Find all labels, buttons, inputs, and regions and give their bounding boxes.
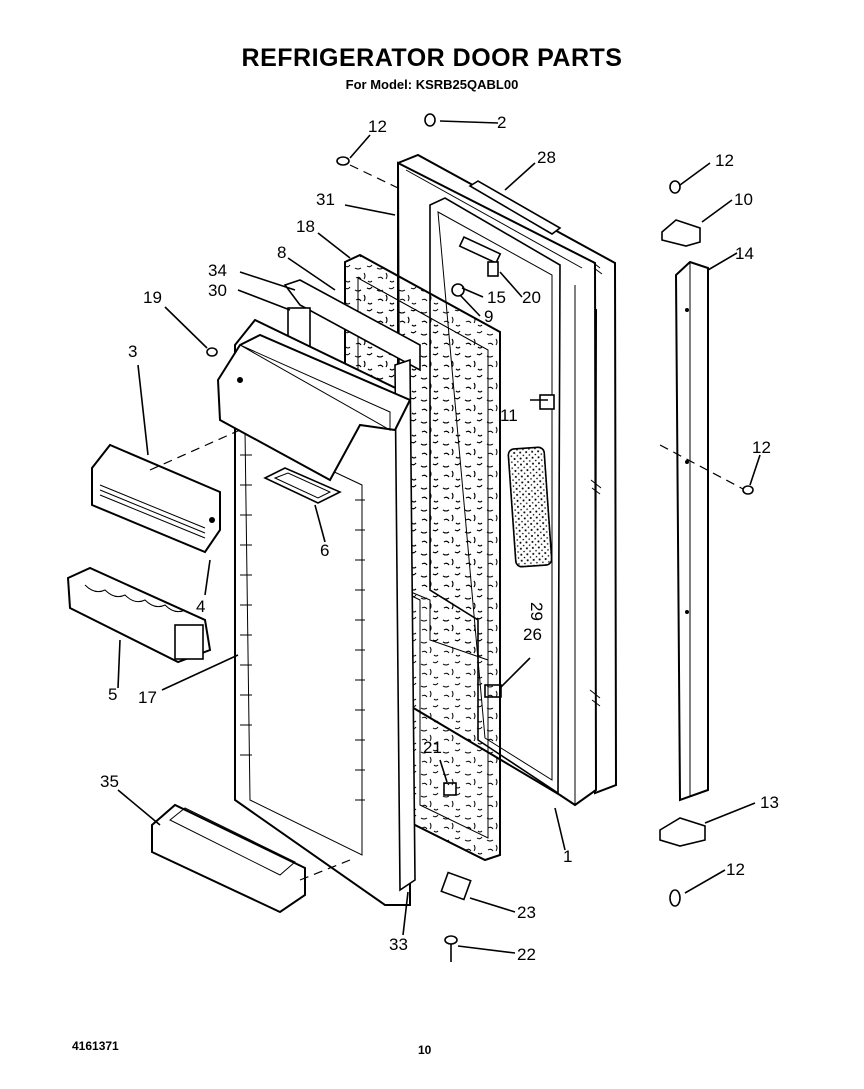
callout-12-top: 12 [715, 151, 734, 170]
callout-35: 35 [100, 772, 119, 791]
callout-14: 14 [735, 244, 754, 263]
diagram-title: REFRIGERATOR DOOR PARTS [241, 44, 623, 72]
callout-1: 1 [563, 847, 572, 866]
callout-2: 2 [497, 113, 506, 132]
callout-31: 31 [316, 190, 335, 209]
document-number: 4161371 [72, 1039, 119, 1053]
callout-29: 29 [527, 602, 546, 621]
callout-11: 11 [500, 406, 518, 425]
shelf-clip-assembly [451, 235, 502, 297]
bottom-screw [444, 935, 458, 962]
callout-30: 30 [208, 281, 227, 300]
screw-12-top [669, 180, 681, 194]
upper-housing [216, 333, 412, 482]
top-hinge [661, 219, 701, 247]
bottom-hinge-cap [440, 871, 472, 901]
callout-9: 9 [484, 307, 493, 326]
callout-12-left: 12 [368, 117, 387, 136]
callout-33: 33 [389, 935, 408, 954]
screw-2 [424, 113, 436, 127]
bottle-rack [66, 566, 212, 664]
callout-10: 10 [734, 190, 753, 209]
callout-21: 21 [423, 738, 442, 757]
callout-19: 19 [143, 288, 162, 307]
screw-12-side [742, 485, 754, 495]
callout-22: 22 [517, 945, 536, 964]
hinge-bar [659, 260, 746, 802]
callout-4: 4 [196, 597, 205, 616]
callout-18: 18 [296, 217, 315, 236]
callout-5: 5 [108, 685, 117, 704]
callout-15: 15 [487, 288, 506, 307]
callout-23: 23 [517, 903, 536, 922]
leader-lines [117, 120, 761, 954]
callout-20: 20 [522, 288, 541, 307]
foam-block [507, 446, 553, 568]
dispenser-cover [91, 429, 241, 554]
callout-6: 6 [320, 541, 329, 560]
screw-19 [206, 347, 218, 357]
callout-13: 13 [760, 793, 779, 812]
screw-12-bottom [669, 889, 681, 907]
screw-12-left [336, 156, 350, 166]
page-number: 10 [418, 1043, 432, 1057]
callout-26: 26 [523, 625, 542, 644]
callout-28: 28 [537, 148, 556, 167]
callout-17: 17 [138, 688, 157, 707]
side-trim-strip [394, 358, 416, 892]
small-tray [263, 467, 342, 504]
callout-8: 8 [277, 243, 286, 262]
bottom-bin [151, 803, 351, 914]
bottom-hinge [659, 817, 706, 847]
callout-34: 34 [208, 261, 227, 280]
callout-12-bottom: 12 [726, 860, 745, 879]
door-stop-bracket [539, 394, 555, 410]
callout-3: 3 [128, 342, 137, 361]
callout-12-side: 12 [752, 438, 771, 457]
top-trim-strip [468, 180, 562, 235]
model-subtitle: For Model: KSRB25QABL00 [345, 77, 519, 92]
inner-door-liner [234, 318, 411, 906]
